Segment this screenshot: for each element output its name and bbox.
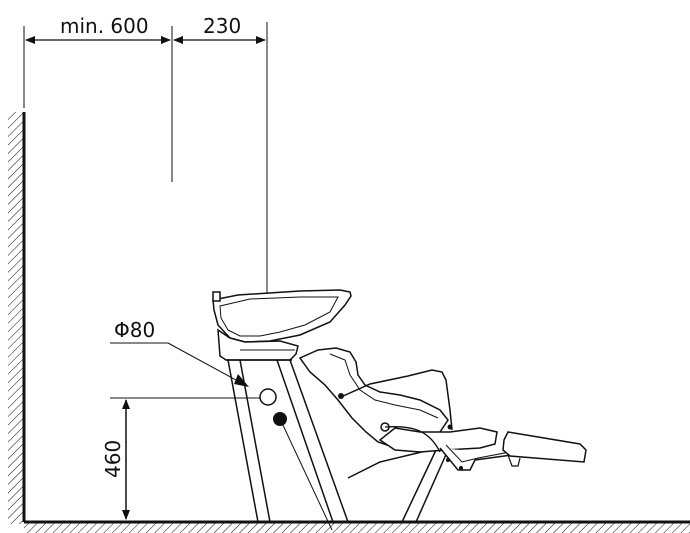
chair-base <box>347 449 449 523</box>
water-supply-inlet <box>273 412 287 426</box>
dimension-diameter: Φ80 <box>110 318 249 387</box>
dimension-height: 460 <box>101 397 262 520</box>
offset-label: 230 <box>203 14 241 38</box>
footrest <box>439 431 587 471</box>
floor <box>24 520 690 533</box>
supply-leader-line <box>281 422 333 531</box>
diameter-arrowhead <box>234 374 249 387</box>
dimension-min-clearance: min. 600 <box>23 14 173 182</box>
chair <box>298 347 498 453</box>
wall <box>8 112 26 524</box>
drain-pipe-outlet <box>259 388 277 406</box>
diameter-label: Φ80 <box>114 318 155 342</box>
min-clearance-label: min. 600 <box>60 14 149 38</box>
wash-basin <box>212 289 352 361</box>
height-label: 460 <box>101 440 125 478</box>
pedestal <box>226 359 349 523</box>
